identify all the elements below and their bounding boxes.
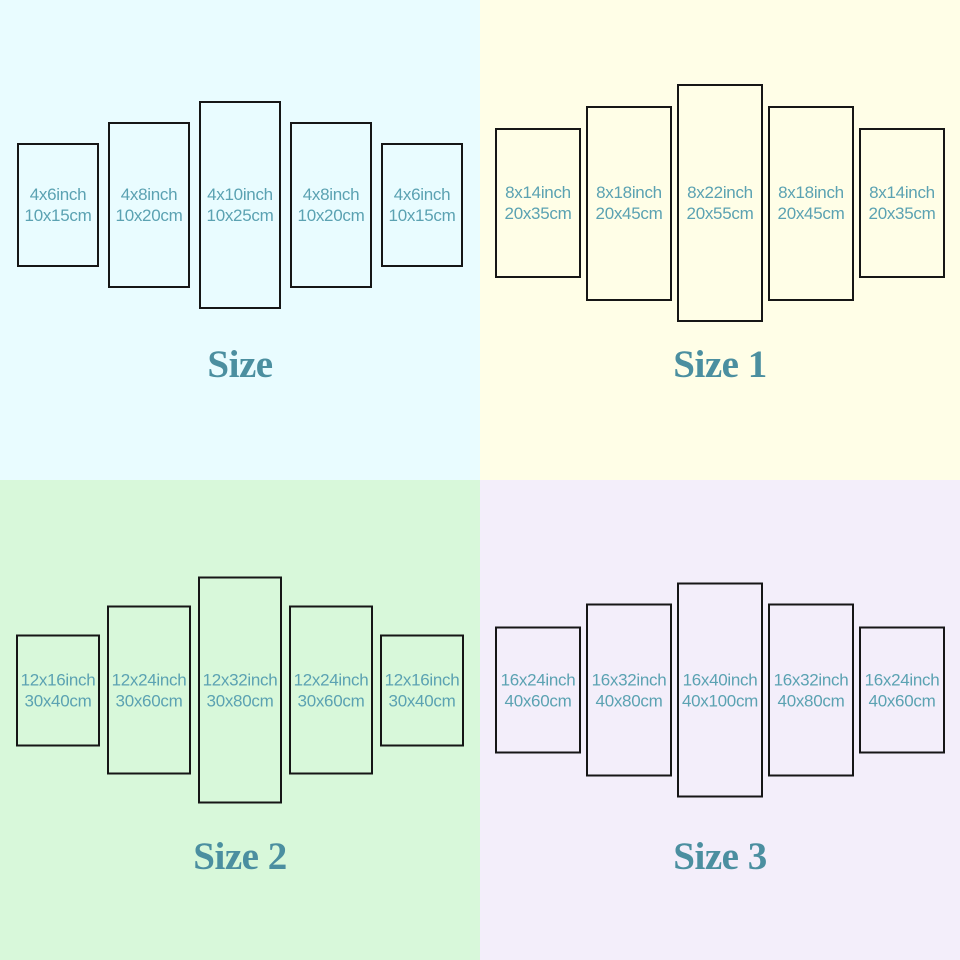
panel-row: 4x6inch 10x15cm 4x8inch 10x20cm 4x10inch… [0,101,480,309]
panel-size-cm: 30x60cm [115,691,183,710]
panel-rect: 4x10inch 10x25cm [199,101,281,309]
panel-rect: 4x6inch 10x15cm [17,143,99,267]
panel-size-label: 8x22inch 20x55cm [687,182,754,224]
panel-size-cm: 10x15cm [24,206,92,225]
panel-size-inch: 4x8inch [120,185,178,204]
panel-rect: 16x40inch 40x100cm [677,582,763,798]
quadrant-title: Size 3 [673,835,767,878]
panel-size-cm: 10x15cm [388,206,456,225]
panel-size-inch: 8x14inch [505,183,571,202]
panel-size-label: 4x6inch 10x15cm [389,184,456,226]
panel-size-cm: 20x45cm [777,204,845,223]
panel-rect: 16x32inch 40x80cm [586,603,672,777]
panel-size-label: 12x24inch 30x60cm [294,669,369,711]
panel-size-label: 16x40inch 40x100cm [682,669,758,711]
panel-size-inch: 4x10inch [207,185,273,204]
panel-size-label: 8x18inch 20x45cm [778,182,845,224]
panel-size-inch: 8x18inch [596,183,662,202]
panel-size-label: 16x24inch 40x60cm [865,669,940,711]
size-chart-quadrant-size: 4x6inch 10x15cm 4x8inch 10x20cm 4x10inch… [0,0,480,480]
panel-rect: 8x18inch 20x45cm [768,105,854,301]
panel-rect: 4x6inch 10x15cm [381,143,463,267]
quadrant-title: Size 1 [673,343,767,386]
panel-size-cm: 40x80cm [777,691,845,710]
panel-size-cm: 10x20cm [297,206,365,225]
panel-row: 8x14inch 20x35cm 8x18inch 20x45cm 8x22in… [480,84,960,322]
panel-size-inch: 12x24inch [111,670,187,689]
panel-size-cm: 40x60cm [504,691,572,710]
quadrant-title: Size 2 [193,835,287,878]
panel-rect: 4x8inch 10x20cm [290,122,372,288]
panel-rect: 8x14inch 20x35cm [495,128,581,278]
panel-rect: 8x18inch 20x45cm [586,105,672,301]
panel-size-label: 12x24inch 30x60cm [112,669,187,711]
panel-size-inch: 4x6inch [393,185,451,204]
panel-size-cm: 40x100cm [681,691,759,710]
size-chart-quadrant-size-1: 8x14inch 20x35cm 8x18inch 20x45cm 8x22in… [480,0,960,480]
panel-rect: 12x24inch 30x60cm [107,605,191,775]
panel-size-cm: 10x25cm [206,206,274,225]
panel-size-cm: 20x45cm [595,204,663,223]
size-chart-quadrant-size-2: 12x16inch 30x40cm 12x24inch 30x60cm 12x3… [0,480,480,960]
panel-size-cm: 40x60cm [868,691,936,710]
panel-size-label: 12x16inch 30x40cm [385,669,460,711]
panel-size-inch: 16x32inch [773,670,849,689]
panel-size-inch: 16x24inch [864,670,940,689]
panel-rect: 4x8inch 10x20cm [108,122,190,288]
panel-size-inch: 12x16inch [20,670,96,689]
panel-size-inch: 16x24inch [500,670,576,689]
panel-rect: 12x32inch 30x80cm [198,576,282,804]
panel-size-inch: 4x8inch [302,185,360,204]
panel-size-label: 16x32inch 40x80cm [592,669,667,711]
panel-size-inch: 8x22inch [687,183,753,202]
panel-size-cm: 20x55cm [686,204,754,223]
panel-size-cm: 30x40cm [388,691,456,710]
panel-size-inch: 16x40inch [682,670,758,689]
panel-size-label: 16x32inch 40x80cm [774,669,849,711]
panel-size-label: 8x14inch 20x35cm [869,182,936,224]
panel-rect: 12x24inch 30x60cm [289,605,373,775]
panel-size-inch: 12x24inch [293,670,369,689]
panel-size-inch: 12x16inch [384,670,460,689]
panel-size-inch: 16x32inch [591,670,667,689]
panel-size-cm: 30x80cm [206,691,274,710]
panel-row: 16x24inch 40x60cm 16x32inch 40x80cm 16x4… [480,582,960,798]
panel-rect: 16x32inch 40x80cm [768,603,854,777]
panel-size-cm: 10x20cm [115,206,183,225]
panel-size-label: 4x8inch 10x20cm [298,184,365,226]
panel-rect: 12x16inch 30x40cm [380,634,464,746]
panel-size-cm: 30x40cm [24,691,92,710]
panel-size-label: 4x6inch 10x15cm [25,184,92,226]
panel-size-inch: 4x6inch [29,185,87,204]
panel-size-label: 8x14inch 20x35cm [505,182,572,224]
panel-size-label: 16x24inch 40x60cm [501,669,576,711]
panel-size-inch: 8x18inch [778,183,844,202]
panel-size-inch: 12x32inch [202,670,278,689]
panel-size-cm: 20x35cm [504,204,572,223]
panel-size-label: 4x10inch 10x25cm [207,184,274,226]
panel-rect: 16x24inch 40x60cm [495,626,581,754]
size-chart-quadrant-size-3: 16x24inch 40x60cm 16x32inch 40x80cm 16x4… [480,480,960,960]
panel-rect: 16x24inch 40x60cm [859,626,945,754]
panel-size-cm: 30x60cm [297,691,365,710]
panel-size-label: 4x8inch 10x20cm [116,184,183,226]
panel-size-cm: 40x80cm [595,691,663,710]
panel-size-inch: 8x14inch [869,183,935,202]
panel-size-label: 8x18inch 20x45cm [596,182,663,224]
panel-size-cm: 20x35cm [868,204,936,223]
panel-rect: 8x14inch 20x35cm [859,128,945,278]
panel-size-label: 12x32inch 30x80cm [203,669,278,711]
panel-rect: 12x16inch 30x40cm [16,634,100,746]
panel-size-label: 12x16inch 30x40cm [21,669,96,711]
panel-row: 12x16inch 30x40cm 12x24inch 30x60cm 12x3… [0,576,480,804]
quadrant-title: Size [207,343,273,386]
panel-rect: 8x22inch 20x55cm [677,84,763,322]
